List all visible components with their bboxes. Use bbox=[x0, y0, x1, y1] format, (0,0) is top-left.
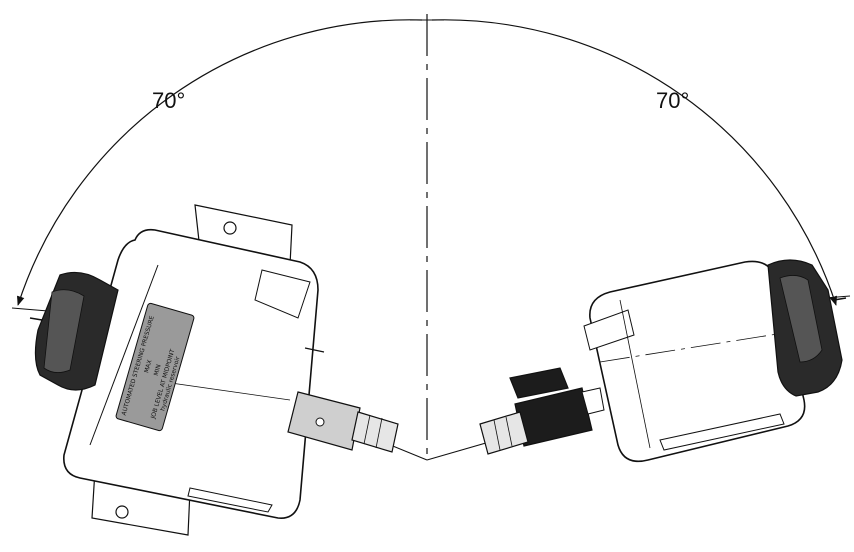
valve-fitting-left bbox=[351, 411, 399, 453]
angle-dimension-arc bbox=[17, 19, 423, 306]
nameplate-line-2: MAX bbox=[143, 359, 153, 374]
reservoir-inner-edge-left bbox=[89, 264, 159, 446]
filler-cap-knob-right bbox=[767, 259, 847, 397]
reservoir-unit-left: AUTOMATED STEERING PRESSURE MAX MIN JOB … bbox=[29, 204, 399, 536]
reservoir-bottom-chamfer-left bbox=[187, 487, 273, 513]
reservoir-body-left bbox=[63, 228, 319, 519]
reservoir-bottom-rail-right bbox=[659, 413, 785, 451]
reservoir-unit-right bbox=[479, 259, 847, 463]
reservoir-midline-right bbox=[599, 331, 791, 363]
valve-assembly-right bbox=[479, 367, 605, 455]
filler-cap-knob-left bbox=[29, 271, 119, 391]
angle-label-right: 70° bbox=[656, 88, 689, 113]
valve-assembly-left bbox=[287, 347, 399, 453]
reservoir-top-chamfer-left bbox=[254, 269, 311, 319]
valve-fitting-right bbox=[479, 411, 529, 455]
reservoir-body-right bbox=[589, 260, 806, 463]
angle-label-left: 70° bbox=[152, 88, 185, 113]
bracket-hole-bottom-left bbox=[115, 505, 129, 519]
nameplate-line-3: MIN bbox=[153, 364, 163, 377]
angle-dimension-arc-right bbox=[431, 19, 837, 306]
valve-stem-left bbox=[304, 347, 325, 353]
reservoir-top-chamfer-right bbox=[583, 309, 635, 351]
reservoir-inner-edge-right bbox=[619, 299, 651, 449]
bracket-hole-top-left bbox=[223, 221, 237, 235]
valve-handle-right bbox=[509, 367, 569, 399]
